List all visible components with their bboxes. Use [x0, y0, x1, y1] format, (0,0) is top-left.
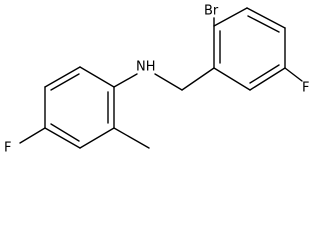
- bromine-label: Br: [204, 4, 219, 19]
- fluorine-label-right: F: [302, 81, 309, 96]
- bond-to-f-left: [19, 127, 46, 144]
- bond: [79, 66, 115, 88]
- bond-ch2-to-nh: [154, 73, 183, 91]
- bond-nh-to-ring: [113, 73, 138, 88]
- bond: [213, 7, 248, 27]
- double-bond-inner: [247, 15, 280, 33]
- fluorine-label-left: F: [4, 141, 11, 156]
- amine-label: NH: [136, 60, 156, 75]
- bond: [79, 127, 115, 149]
- bond-to-f-right: [284, 67, 303, 82]
- double-bond-inner: [50, 73, 80, 91]
- chemical-structure-diagram: Br NH F F: [4, 4, 309, 156]
- fluoromethylphenyl-ring: [44, 66, 115, 149]
- bromofluorophenyl-ring: [213, 7, 286, 91]
- bond-ring-to-ch2: [181, 67, 215, 91]
- bond: [249, 67, 286, 91]
- double-bond-inner: [249, 64, 280, 84]
- bond: [213, 67, 251, 91]
- bond-to-methyl: [113, 127, 150, 149]
- double-bond-inner: [50, 123, 80, 142]
- bond: [44, 66, 81, 88]
- bond: [246, 7, 286, 29]
- bond: [44, 127, 81, 149]
